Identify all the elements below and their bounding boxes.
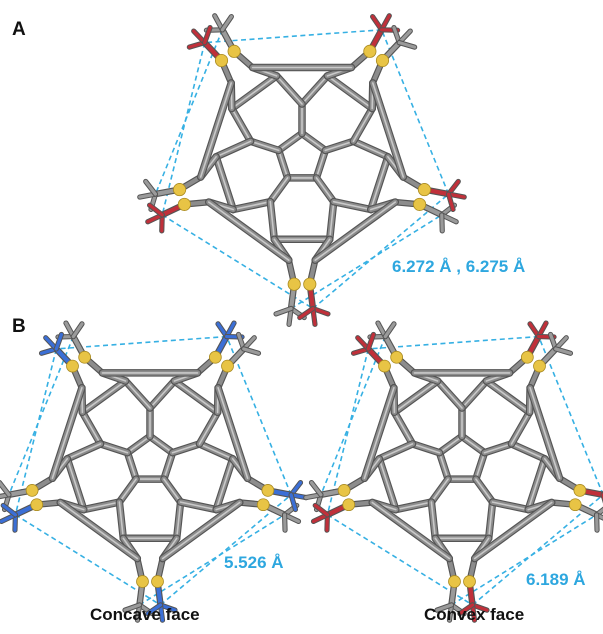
molecule-convex-sulfur-atom-4 [343, 499, 355, 511]
molecule-a-sulfur-atom-7 [413, 198, 425, 210]
molecule-a-sulfur-atom-6 [304, 278, 316, 290]
molecule-concave-central-ring-shine [128, 436, 173, 479]
molecule-a-substituent-4 [148, 198, 209, 231]
molecule-concave-sulfur-atom-3 [26, 484, 38, 496]
molecule-convex-bond-b-0-shine [438, 381, 462, 408]
molecule-a-substituent-6 [300, 260, 328, 324]
molecule-convex-bond-c-4-shine [486, 381, 529, 412]
molecule-a-sulfur-atom-1 [228, 45, 240, 57]
molecule-a-sulfur-atom-8 [418, 183, 430, 195]
molecule-a-sulfur-atom-3 [173, 183, 185, 195]
molecule-concave-bond-c-4-shine [174, 381, 217, 412]
molecule-concave-sulfur-atom-1 [79, 351, 91, 363]
molecule-concave-spoke-2-shine [119, 479, 136, 502]
molecule-a-sulfur-atom-4 [178, 198, 190, 210]
molecule-concave-substituent-7 [240, 499, 299, 530]
molecule-concave-spoke-3-shine [164, 479, 181, 502]
distance-label-a: 6.272 Å , 6.275 Å [392, 257, 525, 277]
molecule-convex-substituent-4 [314, 499, 373, 530]
molecule-convex-sulfur-atom-6 [464, 576, 476, 588]
molecule-convex-bond-c-0-shine [394, 381, 437, 412]
molecule-convex-spoke-2-shine [431, 479, 448, 502]
molecule-concave-bond-b-1-shine [67, 444, 100, 459]
molecule-a-bond-c-4-shine [327, 76, 372, 109]
molecule-concave-bond-a-1-shine [82, 412, 100, 444]
molecule-a-substituent-7 [395, 198, 456, 231]
molecule-convex-bond-b-1-shine [379, 444, 412, 459]
molecule-a-bond-b-1-shine [216, 141, 251, 157]
molecule-a-bond-c-0-shine [232, 76, 277, 109]
molecule-convex-sulfur-atom-2 [379, 360, 391, 372]
molecule-convex-sulfur-atom-9 [534, 360, 546, 372]
panel-label-a: A [12, 19, 26, 41]
caption-concave-face: Concave face [90, 605, 200, 625]
molecule-a-spoke-3-shine [316, 178, 333, 202]
panel-label-b: B [12, 316, 26, 338]
molecule-convex-sulfur-atom-8 [574, 484, 586, 496]
molecule-concave-sulfur-atom-8 [262, 484, 274, 496]
molecule-a-substituent-1 [206, 16, 252, 68]
molecule-convex-substituent-7 [552, 499, 603, 530]
molecule-convex-bond-b-4-shine [512, 412, 530, 444]
molecule-a-substituent-0 [351, 16, 397, 68]
molecule-a-sulfur-atom-9 [376, 54, 388, 66]
molecule-concave-bond-a-4-shine [200, 444, 233, 459]
molecule-convex-bond-a-1-shine [394, 412, 412, 444]
molecule-convex-sulfur-atom-7 [569, 499, 581, 511]
distance-label-convex: 6.189 Å [526, 570, 586, 590]
molecule-convex-substituent-0 [510, 323, 554, 373]
molecule-concave-sulfur-atom-4 [31, 499, 43, 511]
molecule-convex-bond-a-4-shine [512, 444, 545, 459]
molecule-concave-sulfur-atom-7 [257, 499, 269, 511]
molecule-a-sulfur-atom-5 [288, 278, 300, 290]
molecule-a-bond-b-4-shine [353, 109, 372, 142]
molecule-concave-substituent-0 [198, 323, 242, 373]
molecule-concave-bond-b-4-shine [200, 412, 218, 444]
molecule-a [140, 16, 464, 325]
distance-label-concave: 5.526 Å [224, 553, 284, 573]
molecule-convex-sulfur-atom-3 [338, 484, 350, 496]
molecule-concave-sulfur-atom-6 [152, 576, 164, 588]
molecule-concave-sulfur-atom-2 [67, 360, 79, 372]
molecule-a-bond-a-0-shine [302, 76, 327, 104]
molecule-convex-central-ring-shine [440, 436, 485, 479]
molecule-concave-bond-c-0-shine [82, 381, 125, 412]
molecule-a-central-ring-shine [279, 134, 326, 178]
molecule-concave-bond-a-0-shine [150, 381, 174, 408]
molecule-concave-bond-b-0-shine [126, 381, 150, 408]
molecule-convex-spoke-3-shine [476, 479, 493, 502]
molecule-a-bond-b-0-shine [277, 76, 302, 104]
caption-convex-face: Convex face [424, 605, 524, 625]
molecule-convex-sulfur-atom-0 [521, 351, 533, 363]
molecule-concave-sulfur-atom-5 [137, 576, 149, 588]
molecule-concave-sulfur-atom-0 [209, 351, 221, 363]
molecule-concave [0, 323, 306, 620]
molecule-convex-bond-a-0-shine [462, 381, 486, 408]
molecule-concave-sulfur-atom-9 [222, 360, 234, 372]
molecule-a-bond-a-4-shine [353, 141, 388, 157]
molecule-a-bond-a-1-shine [232, 109, 251, 142]
molecule-concave-substituent-4 [2, 499, 61, 530]
molecule-convex-sulfur-atom-5 [449, 576, 461, 588]
molecule-a-spoke-2-shine [270, 178, 287, 202]
molecule-a-sulfur-atom-2 [215, 54, 227, 66]
molecule-convex-sulfur-atom-1 [391, 351, 403, 363]
molecule-a-sulfur-atom-0 [364, 45, 376, 57]
